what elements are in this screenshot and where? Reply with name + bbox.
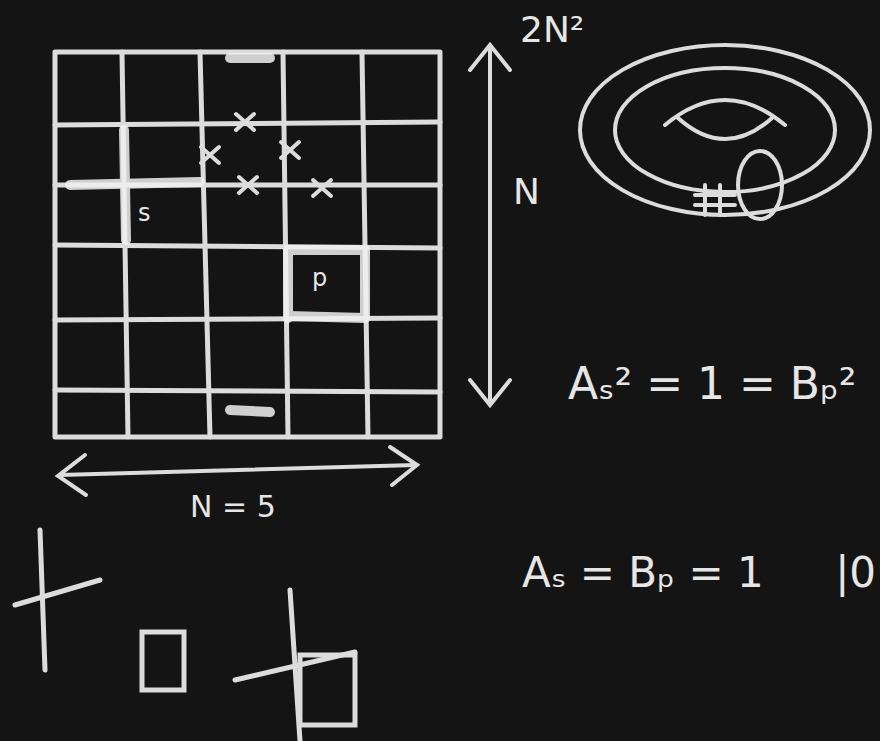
- operator-symbols: [15, 530, 355, 741]
- torus-sketch: [580, 45, 870, 219]
- equation: Aₛ² = 1 = Bₚ²: [568, 360, 857, 408]
- state-ket: |0: [835, 550, 876, 596]
- highlighted-links: [70, 58, 365, 412]
- star-label: s: [138, 200, 151, 226]
- dimension-arrows: [58, 45, 510, 495]
- size-label: N = 5: [190, 490, 276, 523]
- equation: Aₛ = Bₚ = 1: [522, 550, 764, 596]
- cross-marks: [201, 114, 331, 196]
- lattice-grid: [55, 52, 440, 437]
- dimension-label: 2N²: [520, 10, 584, 50]
- plaquette-label: p: [312, 265, 327, 291]
- dimension-label: N: [513, 172, 540, 212]
